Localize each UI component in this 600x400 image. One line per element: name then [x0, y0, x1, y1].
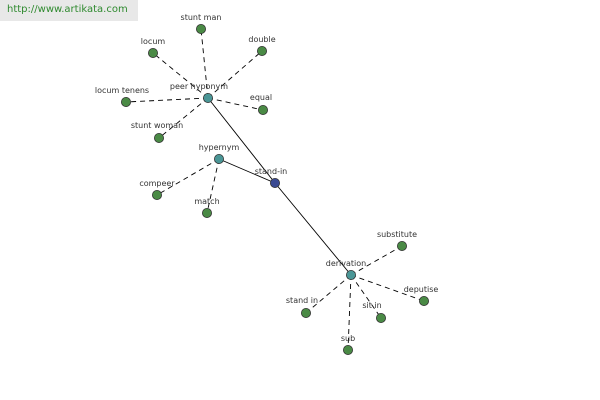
word-node[interactable]	[300, 307, 311, 318]
edge-derivation-leaf	[350, 274, 382, 319]
edge-derivation-leaf	[350, 274, 425, 302]
word-node-label[interactable]: sub	[341, 334, 355, 343]
word-node-label[interactable]: stand in	[286, 296, 318, 305]
graph-edges	[125, 28, 425, 351]
edge-derivation-leaf	[350, 245, 403, 276]
relation-node-hypernym[interactable]	[213, 153, 224, 164]
word-node[interactable]	[121, 97, 132, 108]
edge-peer_hyponym-leaf	[200, 28, 209, 99]
word-node[interactable]	[418, 295, 429, 306]
word-node[interactable]	[195, 23, 206, 34]
word-node[interactable]	[201, 207, 212, 218]
word-node[interactable]	[342, 344, 353, 355]
relation-node-derivation[interactable]	[345, 269, 356, 280]
word-node[interactable]	[147, 48, 158, 59]
word-node-label[interactable]: compeer	[139, 179, 175, 188]
relation-node-label[interactable]: derivation	[326, 259, 366, 268]
word-node-label[interactable]: stunt man	[181, 13, 222, 22]
word-node[interactable]	[256, 46, 267, 57]
edge-derivation-to-center	[274, 182, 352, 276]
word-node-label[interactable]: equal	[250, 93, 272, 102]
word-node-label[interactable]: deputise	[404, 285, 439, 294]
word-node-label[interactable]: double	[248, 35, 275, 44]
relation-node-peer_hyponym[interactable]	[202, 93, 213, 104]
word-node-label[interactable]: stunt woman	[131, 121, 183, 130]
word-node[interactable]	[396, 240, 407, 251]
word-node[interactable]	[375, 312, 386, 323]
edge-peer_hyponym-leaf	[152, 52, 209, 99]
edge-derivation-leaf	[305, 274, 352, 314]
edge-peer_hyponym-leaf	[207, 97, 264, 111]
edge-hypernym-leaf	[156, 158, 220, 196]
url-banner: http://www.artikata.com	[0, 0, 138, 21]
relation-node-label[interactable]: hypernym	[199, 143, 240, 152]
edge-peer_hyponym-leaf	[207, 50, 263, 99]
edge-hypernym-to-center	[218, 158, 276, 184]
word-node-label[interactable]: substitute	[377, 230, 417, 239]
center-word-node[interactable]	[269, 177, 280, 188]
center-word-label[interactable]: stand-in	[255, 167, 288, 176]
edge-derivation-leaf	[347, 274, 352, 351]
word-node[interactable]	[153, 132, 164, 143]
word-node[interactable]	[151, 189, 162, 200]
edge-peer_hyponym-leaf	[125, 97, 209, 103]
graph-nodes	[121, 23, 429, 355]
edge-hypernym-leaf	[206, 158, 220, 214]
edge-peer_hyponym-leaf	[158, 97, 209, 139]
graph-labels: stunt man locum double locum tenens equal stu…	[95, 13, 438, 343]
word-node-label[interactable]: locum tenens	[95, 86, 149, 95]
site-url-text[interactable]: http://www.artikata.com	[7, 4, 128, 15]
word-node[interactable]	[257, 105, 268, 116]
relation-node-label[interactable]: peer hyponym	[170, 82, 228, 91]
word-node-label[interactable]: locum	[141, 37, 166, 46]
edge-peer_hyponym-to-center	[207, 97, 276, 184]
word-node-label[interactable]: sit in	[362, 301, 381, 310]
word-node-label[interactable]: match	[194, 197, 219, 206]
